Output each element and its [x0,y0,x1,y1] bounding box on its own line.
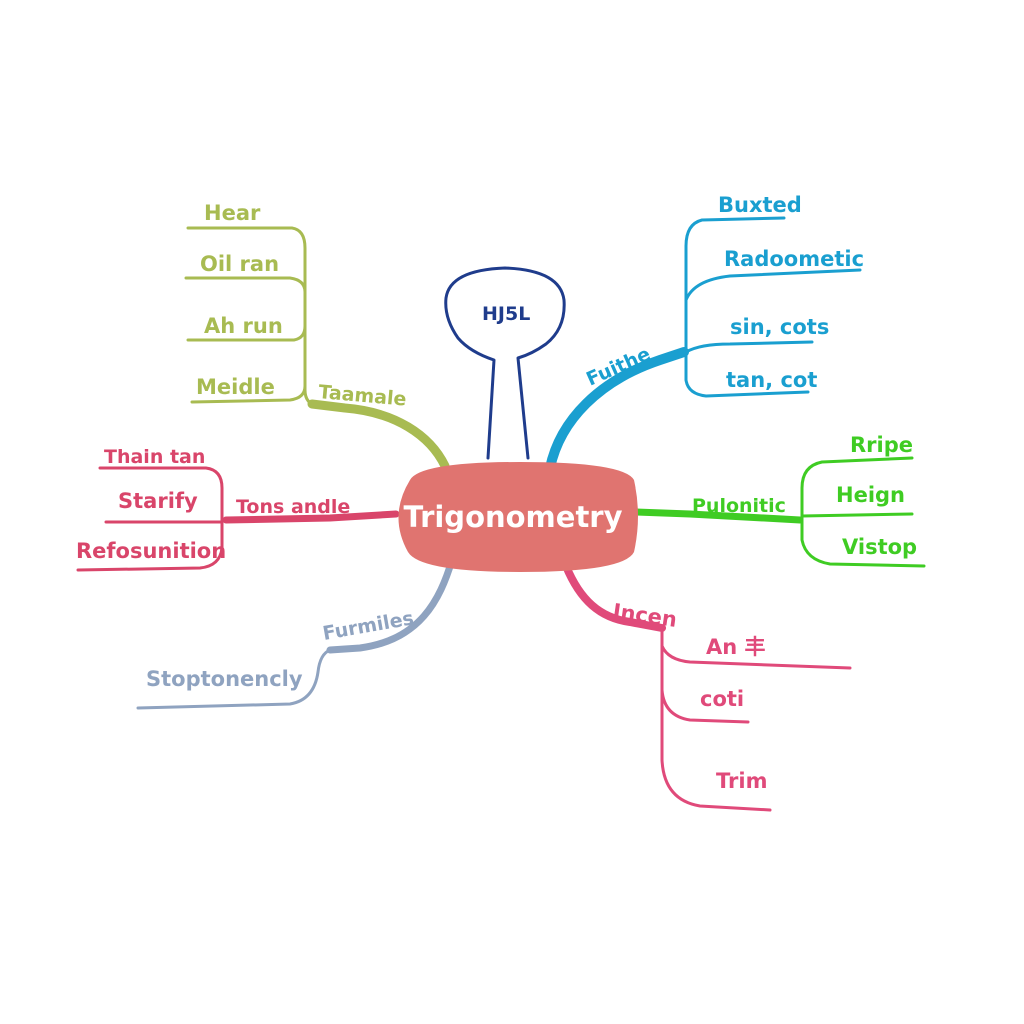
right-item-1: Rripe [850,433,913,457]
branch-right-spine [800,456,926,568]
right-item-3: Vistop [842,535,917,559]
branch-right-line-2 [800,512,914,518]
left-item-3: Refosunition [76,539,226,563]
lower-right-item-1: An 丰 [706,635,766,659]
branch-left: Thain tan Starify Refosunition Tons andl… [76,446,400,572]
lower-right-branch-label: Incen [611,599,678,632]
branch-upper-right: Buxted Radoometic sin, cots tan, cot Fui… [545,193,864,473]
top-node-outline [444,266,566,460]
lower-left-branch-label: Furmiles [321,607,415,645]
left-item-1: Thain tan [104,446,205,468]
branch-lower-left-trunk [326,556,456,654]
branch-upper-left-trunk [307,399,450,471]
top-node-label: HJ5L [482,303,530,325]
branch-lower-right-line-2 [660,688,750,724]
upper-left-item-2: Oil ran [200,252,279,276]
branch-left-trunk [222,510,400,524]
right-branch-label: Pulonitic [692,495,786,517]
upper-right-item-4: tan, cot [726,368,817,392]
branch-upper-left-line-3 [186,324,307,342]
upper-right-item-1: Buxted [718,193,802,217]
branch-lower-right-trunk [562,562,666,632]
branch-upper-left-line-2 [184,276,307,294]
branch-upper-right-line-3 [684,340,814,354]
branch-lower-right-line-1 [660,644,852,670]
central-node-shape [398,462,638,572]
lower-right-item-2: coti [700,687,744,711]
branch-right: Rripe Heign Vistop Pulonitic [632,433,926,568]
left-item-2: Starify [118,489,198,513]
upper-right-item-3: sin, cots [730,315,829,339]
upper-left-item-4: Meidle [196,375,275,399]
branch-upper-right-line-2 [684,268,862,302]
branch-lower-right-spine [660,626,772,812]
upper-left-item-3: Ah run [204,314,283,338]
upper-right-item-2: Radoometic [724,247,864,271]
branch-upper-left-spine [186,226,320,408]
top-node: HJ5L [444,266,566,460]
central-node: Trigonometry [398,462,638,572]
upper-left-item-1: Hear [204,201,261,225]
branch-lower-left: Furmiles Stoptonencly [136,556,456,710]
branch-right-trunk [632,508,804,524]
branch-left-spine [76,466,224,572]
left-branch-label: Tons andle [236,496,350,518]
branch-lower-left-line [136,648,332,710]
branch-upper-left: Hear Oil ran Ah run Meidle Taamale [184,201,450,471]
branch-upper-left-line-4 [190,384,307,404]
branch-lower-right: Incen An 丰 coti Trim [562,562,852,812]
right-item-2: Heign [836,483,905,507]
lower-left-item-1: Stoptonencly [146,667,303,691]
branch-upper-right-spine [684,216,810,398]
central-node-label: Trigonometry [403,500,622,534]
branch-upper-right-trunk [545,347,689,473]
lower-right-item-3: Trim [716,769,767,793]
